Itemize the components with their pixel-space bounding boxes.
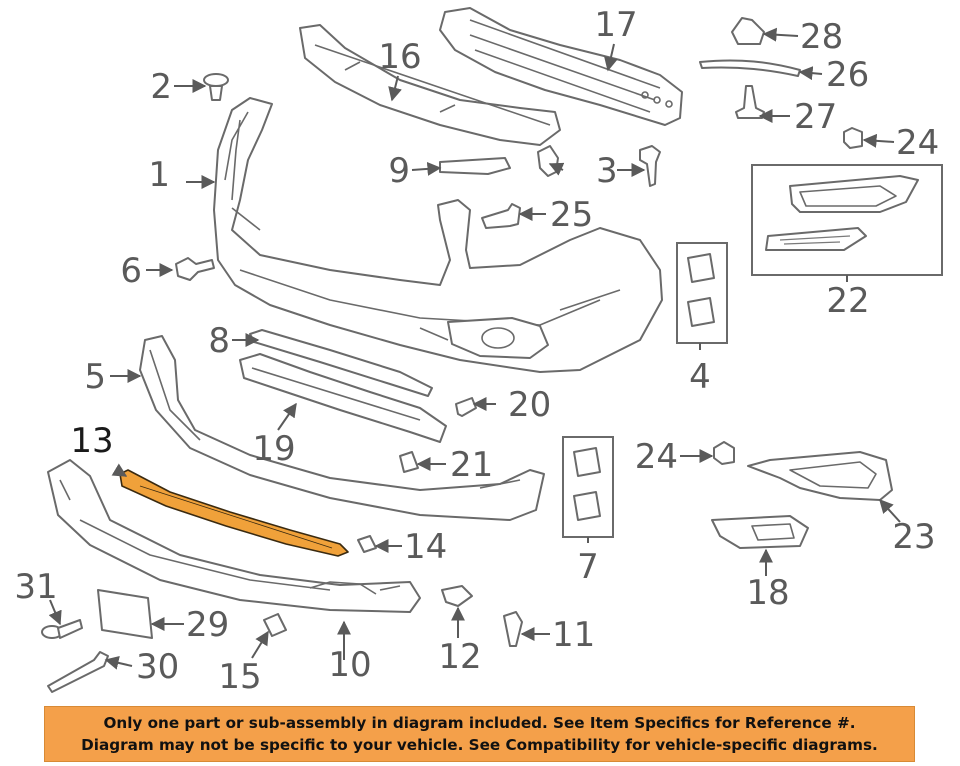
label-31: 31 <box>14 567 57 607</box>
part-1-bumper-cover <box>213 97 663 373</box>
part-21-bracket <box>399 451 419 473</box>
label-22: 22 <box>826 281 869 321</box>
part-6-bolt <box>175 257 215 281</box>
part-28-clip <box>731 17 765 45</box>
part-15-bracket <box>263 613 287 637</box>
part-27-push-pin <box>735 85 765 119</box>
label-3: 3 <box>596 151 618 191</box>
part-19-grille <box>239 353 447 443</box>
part-26-molding <box>699 59 801 77</box>
parts-diagram: 1 2 3 4 5 6 7 8 9 10 11 12 13 14 15 16 1… <box>14 5 943 697</box>
label-24-lower: 24 <box>635 437 678 477</box>
part-30-rod <box>47 651 109 693</box>
part-29-plate-bracket <box>97 589 153 639</box>
leader-lines <box>48 27 901 670</box>
label-4: 4 <box>689 357 711 397</box>
disclaimer-line-2: Diagram may not be specific to your vehi… <box>81 736 878 754</box>
disclaimer-line-1: Only one part or sub-assembly in diagram… <box>103 714 856 732</box>
label-2: 2 <box>150 67 172 107</box>
part-4-clip-set <box>676 242 728 350</box>
part-5-lower-cover <box>139 335 545 521</box>
part-12-clip <box>441 585 473 607</box>
disclaimer-banner: Only one part or sub-assembly in diagram… <box>44 706 915 762</box>
label-23: 23 <box>892 517 935 557</box>
label-29: 29 <box>186 605 229 645</box>
part-2-pin <box>203 73 229 101</box>
label-25: 25 <box>550 195 593 235</box>
label-12: 12 <box>438 637 481 677</box>
part-8-strip <box>249 329 433 397</box>
part-31-screw <box>41 619 83 639</box>
label-21: 21 <box>450 445 493 485</box>
part-24-clip-lower <box>713 441 735 465</box>
part-25-bolt <box>481 203 521 229</box>
part-13-air-deflector <box>119 469 349 557</box>
part-16-energy-absorber <box>299 24 561 146</box>
part-20-bolt <box>455 397 477 417</box>
label-11: 11 <box>552 615 595 655</box>
part-number-labels: 1 2 3 4 5 6 7 8 9 10 11 12 13 14 15 16 1… <box>14 5 939 697</box>
part-11-bolt <box>503 611 523 647</box>
label-19: 19 <box>252 429 295 469</box>
label-10: 10 <box>328 645 371 685</box>
part-7-clip-set <box>562 436 614 543</box>
part-10-valance <box>47 459 421 613</box>
label-8: 8 <box>208 321 230 361</box>
part-9-bracket <box>439 157 511 175</box>
label-18: 18 <box>746 573 789 613</box>
label-17: 17 <box>594 5 637 45</box>
part-23-fog-bezel <box>747 451 893 501</box>
label-6: 6 <box>120 251 142 291</box>
label-26: 26 <box>826 55 869 95</box>
label-16: 16 <box>378 37 421 77</box>
part-24-clip-upper <box>843 127 863 149</box>
label-27: 27 <box>794 97 837 137</box>
part-22-bezel-set <box>751 164 943 282</box>
label-5: 5 <box>84 357 106 397</box>
part-18-fog-bezel <box>711 515 809 549</box>
label-13: 13 <box>70 421 113 461</box>
label-30: 30 <box>136 647 179 687</box>
label-15: 15 <box>218 657 261 697</box>
part-14-clip <box>357 535 377 553</box>
label-28: 28 <box>800 17 843 57</box>
label-20: 20 <box>508 385 551 425</box>
label-1: 1 <box>148 155 170 195</box>
label-14: 14 <box>404 527 447 567</box>
label-9: 9 <box>388 151 410 191</box>
label-24-upper: 24 <box>896 123 939 163</box>
label-7: 7 <box>577 547 599 587</box>
part-17-impact-bar <box>439 7 683 126</box>
